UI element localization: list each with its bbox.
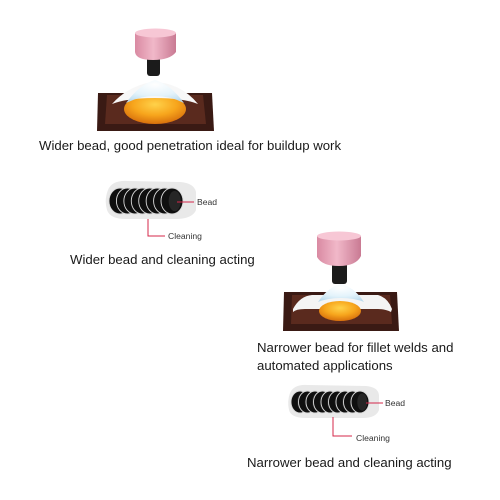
narrow-bead-diagram: Bead Cleaning <box>288 384 405 443</box>
cleaning-label: Cleaning <box>168 231 202 241</box>
tungsten-electrode <box>147 56 160 76</box>
cleaning-leader-line <box>332 417 352 437</box>
caption-narrow-bead-fillet-line1: Narrower bead for fillet welds and <box>257 340 454 355</box>
caption-wide-bead-penetration: Wider bead, good penetration ideal for b… <box>39 138 342 153</box>
caption-narrow-bead-fillet-line2: automated applications <box>257 358 393 373</box>
cleaning-label: Cleaning <box>356 433 390 443</box>
bead-label: Bead <box>197 197 217 207</box>
torch-nozzle-icon <box>317 233 361 266</box>
narrow-bead-torch-illustration <box>283 231 399 331</box>
weld-pool <box>319 301 361 321</box>
tungsten-electrode <box>332 262 347 284</box>
wide-bead-torch-illustration <box>97 28 214 131</box>
weld-pool <box>124 94 186 124</box>
caption-wide-bead-cleaning: Wider bead and cleaning acting <box>70 252 255 267</box>
caption-narrow-bead-cleaning: Narrower bead and cleaning acting <box>247 455 452 470</box>
bead-ripple-highlight <box>168 190 181 212</box>
bead-label: Bead <box>385 398 405 408</box>
wide-bead-diagram: Bead Cleaning <box>105 180 217 241</box>
bead-ripple-highlight <box>357 393 368 411</box>
cleaning-leader-line <box>147 219 165 237</box>
torch-nozzle-icon <box>135 30 176 60</box>
arc-cone <box>318 284 364 302</box>
